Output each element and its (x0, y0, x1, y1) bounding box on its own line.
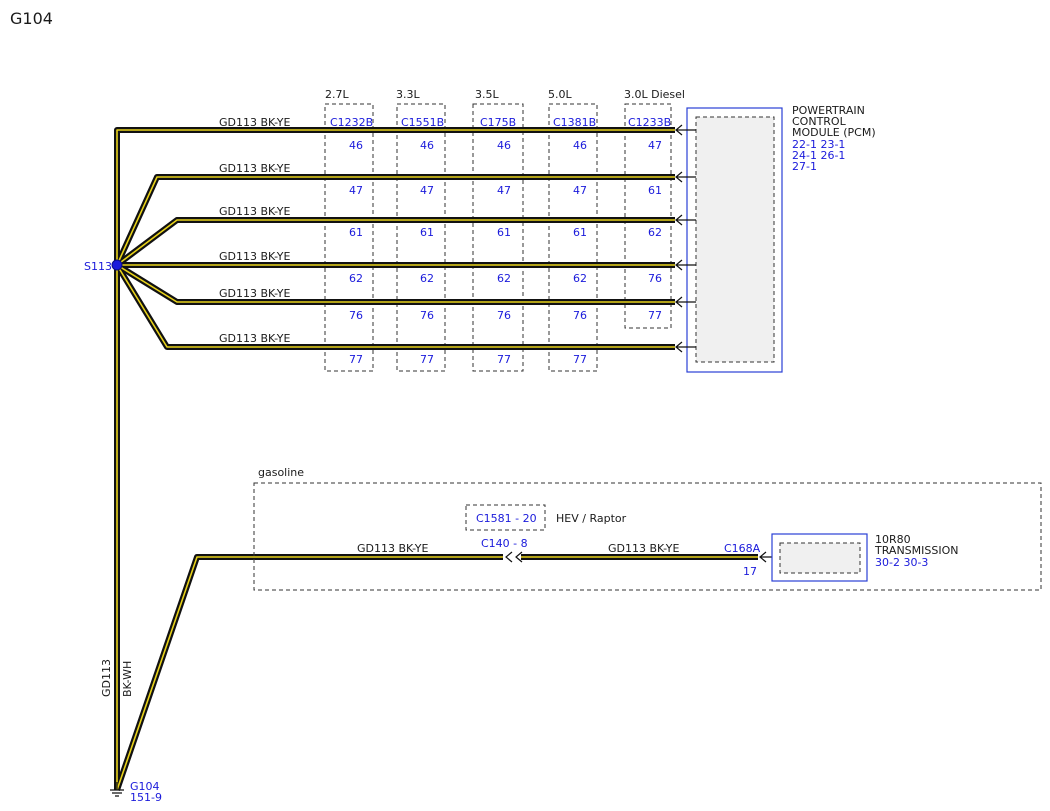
gasoline-box (253, 482, 1042, 591)
pin-number: 61 (497, 226, 511, 239)
gasoline-section: gasoline C1581 - 20 HEV / Raptor C140 - … (253, 466, 1042, 591)
ground-icon (110, 789, 124, 797)
ground-g104: G104 151-9 (110, 780, 162, 804)
transmission-pins: 30-2 30-3 (875, 556, 928, 569)
pin-number: 46 (349, 139, 363, 152)
pcm-inner (695, 116, 775, 363)
wire-gasoline-left (114, 554, 503, 791)
connector-name: C1551B (401, 116, 444, 129)
hev-raptor-label: HEV / Raptor (556, 512, 627, 525)
pin-number: 47 (349, 184, 363, 197)
wire-branch-3 (115, 217, 675, 268)
connector-names: C1232B C1551B C175B C1381B C1233B (330, 116, 671, 129)
pin-number: 77 (648, 309, 662, 322)
ground-pin: 151-9 (130, 791, 162, 804)
wire-label: GD113 BK-YE (608, 542, 679, 555)
wire-labels: GD113 BK-YE GD113 BK-YE GD113 BK-YE GD11… (219, 116, 290, 345)
wire-trunk-top (114, 127, 675, 790)
pin-number: 47 (420, 184, 434, 197)
pin-number: 61 (420, 226, 434, 239)
wire-label: GD113 BK-YE (219, 250, 290, 263)
splice-s113: S113 (84, 259, 123, 273)
connector-name: C1232B (330, 116, 373, 129)
pin-number: 47 (573, 184, 587, 197)
pin-number: 46 (420, 139, 434, 152)
pin-number: 47 (648, 139, 662, 152)
trans-pin-number: 17 (743, 565, 757, 578)
pcm-pins-line-3: 27-1 (792, 160, 817, 173)
engine-label-5-0l: 5.0L (548, 88, 572, 101)
pin-number: 46 (497, 139, 511, 152)
ground-label: G104 (130, 780, 160, 793)
connector-box-3-5l (472, 103, 524, 372)
pin-number: 47 (497, 184, 511, 197)
pin-number: 62 (648, 226, 662, 239)
splice-dot (111, 259, 123, 271)
pin-number: 61 (573, 226, 587, 239)
pcm-name-line-1: POWERTRAIN (792, 104, 865, 117)
pin-numbers: 46 47 61 62 76 77 46 47 61 62 76 77 46 4… (349, 139, 662, 366)
inline-connector-female-icon (515, 551, 523, 563)
pin-number: 61 (349, 226, 363, 239)
pin-number: 61 (648, 184, 662, 197)
pin-number: 76 (420, 309, 434, 322)
connector-box-3-3l (396, 103, 446, 372)
pin-number: 77 (349, 353, 363, 366)
wire-label: GD113 BK-YE (219, 332, 290, 345)
wire-harness (114, 127, 758, 791)
connector-box-3-0l-diesel (624, 103, 672, 329)
engine-label-3-0l-diesel: 3.0L Diesel (624, 88, 685, 101)
engine-connector-columns: 2.7L 3.3L 3.5L 5.0L 3.0L Diesel (324, 88, 685, 372)
pin-number: 76 (497, 309, 511, 322)
pcm-name-line-2: CONTROL (792, 115, 847, 128)
connector-name: C1233B (628, 116, 671, 129)
inline-connector-label: C140 - 8 (481, 537, 528, 550)
pcm-module: POWERTRAIN CONTROL MODULE (PCM) 22-1 23-… (686, 104, 876, 373)
pin-number: 77 (573, 353, 587, 366)
connector-box-5-0l (548, 103, 598, 372)
connector-box-2-7l (324, 103, 374, 372)
diagram-title: G104 (10, 9, 53, 28)
gasoline-label: gasoline (258, 466, 304, 479)
pcm-pins-line-2: 24-1 26-1 (792, 149, 845, 162)
pin-number: 62 (497, 272, 511, 285)
wire-label: GD113 BK-YE (219, 162, 290, 175)
pin-number: 77 (420, 353, 434, 366)
wire-label: GD113 BK-YE (219, 205, 290, 218)
wire-branch-6 (114, 263, 675, 350)
pcm-pins-line-1: 22-1 23-1 (792, 138, 845, 151)
inline-connector-male-icon (505, 551, 513, 563)
pin-number: 76 (648, 272, 662, 285)
trans-connector-label: C168A (724, 542, 761, 555)
engine-label-2-7l: 2.7L (325, 88, 349, 101)
main-wire-circuit: GD113 (100, 659, 113, 697)
pcm-name-line-3: MODULE (PCM) (792, 126, 876, 139)
engine-label-3-3l: 3.3L (396, 88, 420, 101)
transmission-name-line-2: TRANSMISSION (874, 544, 958, 557)
pin-number: 46 (573, 139, 587, 152)
pin-number: 77 (497, 353, 511, 366)
pin-number: 76 (349, 309, 363, 322)
main-wire-color: BK-WH (121, 661, 134, 697)
transmission-inner (779, 542, 861, 574)
pin-number: 62 (420, 272, 434, 285)
wire-branch-5 (115, 262, 675, 305)
wire-label: GD113 BK-YE (219, 116, 290, 129)
wire-label: GD113 BK-YE (357, 542, 428, 555)
transmission-name-line-1: 10R80 (875, 533, 911, 546)
pin-number: 62 (349, 272, 363, 285)
hev-connector-box (465, 504, 546, 531)
pin-number: 62 (573, 272, 587, 285)
pin-number: 76 (573, 309, 587, 322)
hev-connector-label: C1581 - 20 (476, 512, 537, 525)
wire-label: GD113 BK-YE (219, 287, 290, 300)
connector-name: C175B (480, 116, 516, 129)
splice-label: S113 (84, 260, 112, 273)
pcm-pin-arrows (675, 124, 696, 353)
engine-label-3-5l: 3.5L (475, 88, 499, 101)
connector-name: C1381B (553, 116, 596, 129)
